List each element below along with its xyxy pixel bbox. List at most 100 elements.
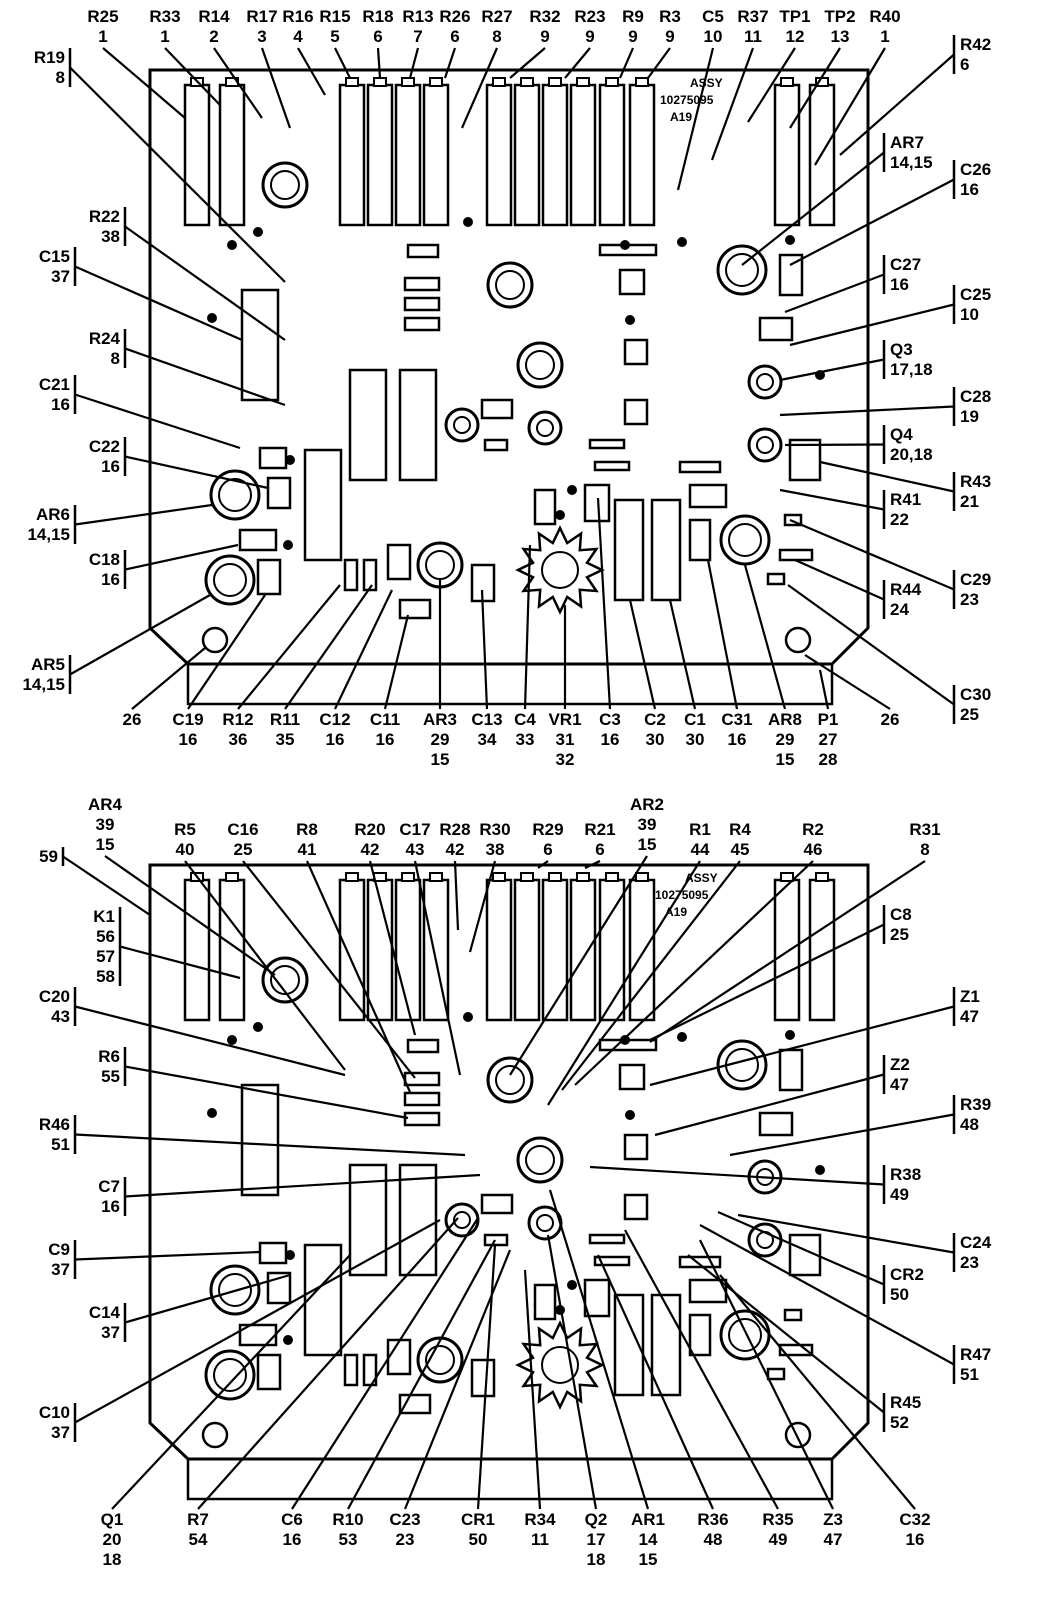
small-component <box>678 460 722 474</box>
callout-item: 12 <box>786 27 805 46</box>
leader-line <box>706 559 739 710</box>
leader-line <box>187 594 266 710</box>
ring-component <box>486 261 534 309</box>
callout-item: 24 <box>890 600 909 619</box>
leader-line <box>131 647 206 710</box>
component-cap <box>373 77 387 87</box>
leader-line <box>480 589 489 710</box>
ring-component <box>204 554 256 606</box>
leader-line <box>784 443 885 447</box>
small-component <box>588 438 626 450</box>
mounting-hole <box>784 1421 812 1449</box>
leader-line <box>453 860 460 931</box>
callout-item: 6 <box>450 27 459 46</box>
callout-item: 18 <box>587 1550 606 1569</box>
leader-line <box>509 47 546 79</box>
callout-item: 32 <box>556 750 575 769</box>
ring-component-inner <box>270 170 300 200</box>
vertical-component <box>366 83 394 227</box>
small-component <box>623 1193 649 1221</box>
callout-ref: TP1 <box>779 7 810 26</box>
callout-item: 15 <box>638 835 657 854</box>
leader-line <box>804 654 891 710</box>
small-component <box>403 1071 441 1087</box>
component-cap <box>401 872 415 882</box>
callout-ref: Q3 <box>890 340 913 359</box>
callout-item: 15 <box>639 1550 658 1569</box>
solder-dot <box>567 1280 577 1290</box>
leader-line <box>124 1065 409 1120</box>
callout-item: 6 <box>373 27 382 46</box>
callout-ref: AR5 <box>31 655 65 674</box>
vertical-component <box>394 83 422 227</box>
small-component <box>480 398 514 420</box>
leader-line <box>779 405 955 417</box>
ring-component-inner <box>495 1065 525 1095</box>
solder-dot <box>620 1035 630 1045</box>
callout-ref: R26 <box>439 7 470 26</box>
leader-line <box>537 860 549 869</box>
ring-component-inner <box>728 523 762 557</box>
small-component <box>403 316 441 332</box>
callout-item: 34 <box>478 730 497 749</box>
ring-component-inner <box>536 1214 554 1232</box>
small-component <box>623 1133 649 1161</box>
small-component <box>783 513 803 527</box>
small-component <box>778 253 804 297</box>
callout-ref: R24 <box>89 329 121 348</box>
solder-dot <box>815 1165 825 1175</box>
ring-component-inner <box>525 350 555 380</box>
callout-ref: Z1 <box>960 987 980 1006</box>
callout-ref: R5 <box>174 820 196 839</box>
leader-line <box>74 1133 466 1157</box>
callout-item: 17,18 <box>890 360 933 379</box>
callout-ref: R39 <box>960 1095 991 1114</box>
callout-ref: R38 <box>890 1165 921 1184</box>
callout-item: 54 <box>189 1530 208 1549</box>
callout-item: 48 <box>960 1115 979 1134</box>
top-ref-designator: A19 <box>670 110 692 124</box>
component-cap <box>225 872 239 882</box>
callout-item: 15 <box>776 750 795 769</box>
callout-item: 45 <box>731 840 750 859</box>
leader-line <box>523 1269 542 1510</box>
ring-component-inner <box>725 253 759 287</box>
leader-line <box>334 47 351 79</box>
vertical-component <box>541 878 569 1022</box>
callout-item: 30 <box>686 730 705 749</box>
ring-component <box>486 1056 534 1104</box>
ring-component <box>516 1136 564 1184</box>
leader-line <box>368 860 417 1036</box>
callout-ref: R28 <box>439 820 470 839</box>
callout-item: 53 <box>339 1530 358 1549</box>
leader-line <box>305 860 412 1093</box>
small-component <box>533 488 557 526</box>
callout-item: 39 <box>638 815 657 834</box>
small-component <box>386 1338 412 1376</box>
callout-item: 37 <box>51 1423 70 1442</box>
callout-ref: C29 <box>960 570 991 589</box>
callout-ref: C11 <box>370 710 400 729</box>
component-cap <box>520 872 534 882</box>
callout-item: 16 <box>179 730 198 749</box>
callout-ref: C31 <box>721 710 752 729</box>
leader-line <box>509 855 648 1076</box>
callout-ref: R9 <box>622 7 644 26</box>
